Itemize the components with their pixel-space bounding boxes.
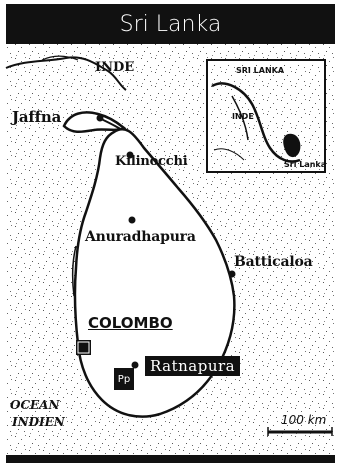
label-jaffna: Jaffna xyxy=(12,108,62,126)
label-inde: INDE xyxy=(95,60,135,75)
colombo-marker xyxy=(76,340,91,355)
label-anuradhapura: Anuradhapura xyxy=(85,229,196,245)
kilinocchi-marker xyxy=(126,151,134,159)
bottom-rule xyxy=(6,455,335,463)
jaffna-marker xyxy=(96,114,104,122)
label-kilinocchi: Kilinocchi xyxy=(115,154,188,169)
label-ratnapura: Ratnapura xyxy=(145,356,241,376)
ratnapura-marker xyxy=(131,361,139,369)
scale-label: 100 km xyxy=(281,413,327,427)
label-ocean-line1: OCEAN xyxy=(10,398,60,412)
label-ocean-line2: INDIEN xyxy=(12,415,65,429)
inset-sri-lanka-shape xyxy=(283,133,301,158)
map-title: Sri Lanka xyxy=(6,4,335,44)
label-colombo: COLOMBO xyxy=(88,314,173,332)
jaffna-peninsula xyxy=(62,111,127,133)
label-batticaloa: Batticaloa xyxy=(234,254,313,270)
anuradhapura-marker xyxy=(128,216,136,224)
batticaloa-marker xyxy=(228,270,236,278)
inset-label-side: INDE xyxy=(232,112,254,121)
label-pp: Pp xyxy=(114,368,134,390)
inset-label-bottom: Sri Lanka xyxy=(284,160,327,169)
india-coastline xyxy=(5,56,127,91)
inset-india-outline xyxy=(211,82,301,163)
inset-label-top: SRI LANKA xyxy=(236,66,285,75)
sri-lanka-outline xyxy=(73,127,236,418)
